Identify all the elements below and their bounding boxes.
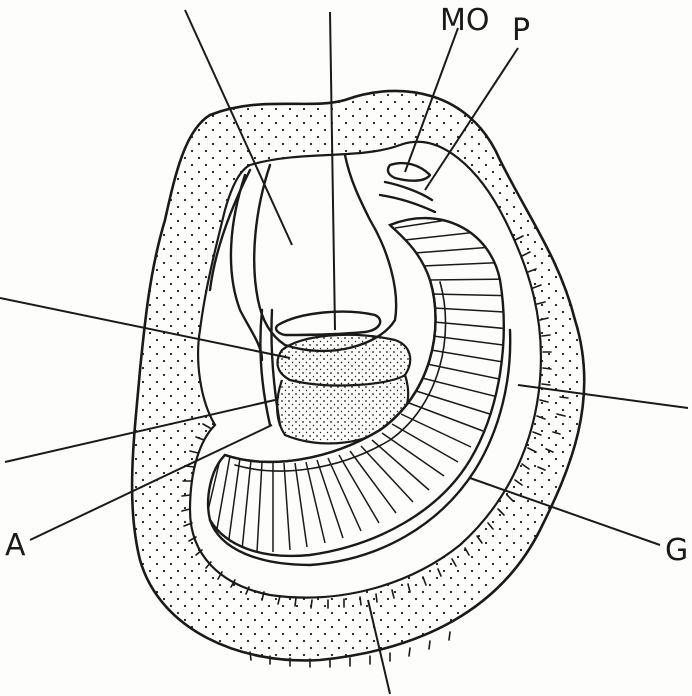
leader-top-left [184,9,293,246]
mantle-edge-ticks [181,235,569,668]
leader-p [424,47,519,191]
palp-structure [378,180,437,214]
leader-lines [0,9,689,695]
label-p: P [512,13,530,48]
leader-top-center [329,11,336,331]
foot-outline [229,173,264,362]
label-g: G [665,533,688,568]
gill [206,216,505,558]
leader-mo [404,27,459,173]
label-a: A [5,528,26,563]
mantle-inner-fold [208,168,252,292]
rectum-tube [259,308,282,427]
mouth-opening [386,161,432,182]
leader-right [517,384,689,409]
leader-left-lower [4,399,276,463]
leader-bottom [367,599,391,695]
adductor-top [274,310,382,337]
leader-left-upper [0,297,291,359]
leader-a [29,424,273,541]
leader-g [469,477,661,546]
gill-base-band [208,328,512,567]
label-mo: MO [440,3,490,38]
